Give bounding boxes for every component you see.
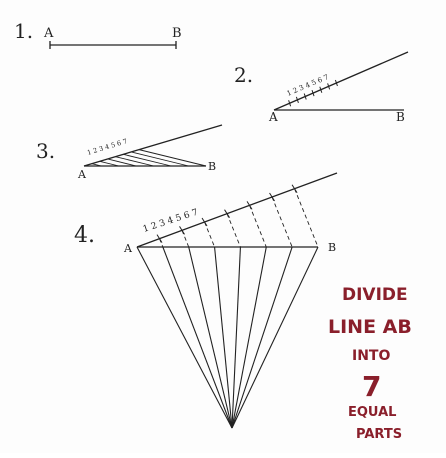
step-4-parallel-line [204,221,215,248]
step-2-tick-mark [327,83,331,90]
step-3-parallel-line [91,163,102,167]
caption-line-6: PARTS [356,427,402,442]
step-3-parallel-line [107,158,137,167]
step-4-label-a: A [123,242,133,255]
step-2-tick-mark [295,96,299,104]
step-2-tick-mark [334,79,338,87]
step-2-auxiliary-ray [273,51,409,111]
step-2-number: 2. [234,63,253,87]
step-4-fan-line [231,246,267,429]
step-3-parallel-line [99,160,119,167]
caption-line-1: DIVIDE [342,285,408,305]
step-4-fan-line [231,246,293,429]
caption-line-4: 7 [362,370,381,403]
step-4-parallel-line [226,213,241,248]
step-4-parallel-line [271,196,293,248]
caption-line-3: INTO [352,348,390,364]
step-4-tick-numbers: 1 2 3 4 5 6 7 [142,208,200,235]
step-1-number: 1. [14,19,33,43]
step-4-fan-line [231,246,319,429]
step-3-parallel-line [115,156,154,167]
step-4-fan-line [136,246,233,429]
instruction-caption: DIVIDE LINE AB INTO 7 EQUAL PARTS [328,285,412,442]
step-2-label-b: B [396,110,405,124]
step-3-parallel-lines [91,149,207,167]
step-3-auxiliary-ray [83,124,223,167]
step-4-fan-line [231,246,241,429]
step-3-label-a: A [77,168,87,181]
step-2-tick-marks [288,79,338,107]
step-3-parallel-line [131,151,189,167]
step-4-fan-line [162,246,233,429]
step-2-tick-mark [303,93,307,100]
caption-line-5: EQUAL [348,405,396,420]
step-4: 4. 1 2 3 4 5 6 7 A B [74,172,338,429]
step-3: 3. 1 2 3 4 5 6 7 A B [36,124,223,181]
step-3-parallel-line [123,153,172,167]
step-4-parallel-line [159,238,164,248]
caption-line-2: LINE AB [328,316,412,338]
step-1-label-a: A [43,26,54,41]
step-2-tick-numbers: 1 2 3 4 5 6 7 [286,73,330,98]
step-1: 1. A B [14,19,182,49]
step-2-tick-mark [319,86,323,93]
step-4-number: 4. [74,223,95,248]
step-3-tick-numbers: 1 2 3 4 5 6 7 [86,137,128,157]
step-2: 2. 1 2 3 4 5 6 7 A B [234,51,409,124]
step-4-label-b: B [328,241,336,254]
step-1-label-b: B [172,26,182,41]
step-3-number: 3. [36,139,55,163]
step-4-fan-line [188,246,233,429]
step-4-parallel-line [249,205,267,248]
step-2-tick-mark [288,100,292,107]
step-3-label-b: B [208,160,216,173]
step-4-fan-line [214,246,233,429]
step-4-construction-lines [136,184,319,429]
step-3-connector-line [138,149,207,167]
step-4-auxiliary-ray [136,172,338,248]
step-2-label-a: A [268,110,278,124]
step-4-parallel-line [181,230,190,248]
step-4-parallel-line [294,188,319,248]
step-2-tick-mark [311,89,315,97]
